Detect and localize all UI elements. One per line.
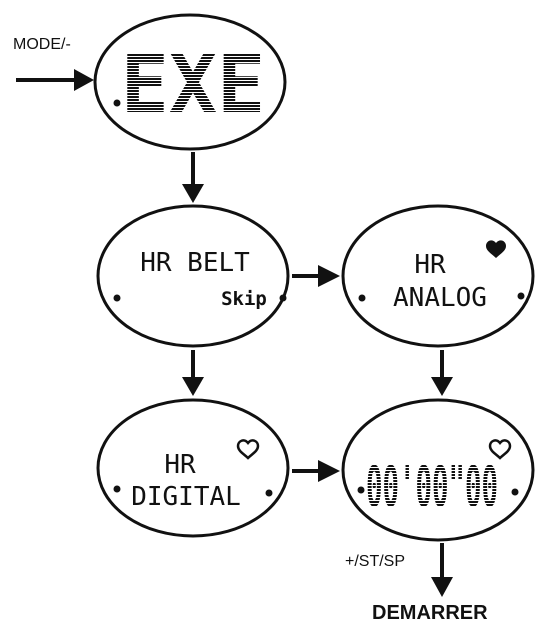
screen-dot (113, 485, 121, 493)
screen-hr-analog: HR ANALOG (341, 204, 535, 348)
screen-dot (113, 294, 121, 302)
arrow-belt-to-digital (182, 350, 204, 396)
demarrer-label: DEMARRER (372, 602, 488, 624)
screen-dot (113, 99, 121, 107)
heart-icon (486, 240, 506, 258)
hr-belt-title: HR BELT (140, 248, 250, 278)
screen-exe: EXE (93, 13, 287, 151)
screen-dot (511, 488, 519, 496)
hr-analog-line1: HR (414, 250, 446, 280)
arrow-mode-in (16, 69, 94, 91)
chrono-digits: 00'00"00 (366, 455, 498, 520)
heart-icon (488, 439, 512, 460)
screen-chrono: 00'00"00 (341, 398, 535, 542)
mode-button-label: MODE/- (13, 36, 71, 53)
screen-dot (279, 294, 287, 302)
exe-text: EXE (121, 38, 266, 131)
screen-dot (358, 294, 366, 302)
screen-dot (357, 486, 365, 494)
arrow-digital-to-chrono (292, 460, 340, 482)
heart-icon (236, 439, 260, 460)
screen-dot (517, 292, 525, 300)
hr-analog-line2: ANALOG (393, 283, 487, 313)
arrow-analog-to-chrono (431, 350, 453, 396)
screen-dot (265, 489, 273, 497)
arrow-belt-to-analog (292, 265, 340, 287)
screen-hr-belt: HR BELT Skip (96, 204, 290, 348)
hr-digital-line1: HR (164, 450, 196, 480)
start-stop-button-label: +/ST/SP (345, 553, 406, 570)
screen-hr-digital: HR DIGITAL (96, 398, 290, 538)
skip-label: Skip (221, 288, 267, 310)
hr-digital-line2: DIGITAL (131, 482, 241, 512)
arrow-exe-to-belt (182, 152, 204, 203)
arrow-chrono-to-start (431, 543, 453, 597)
